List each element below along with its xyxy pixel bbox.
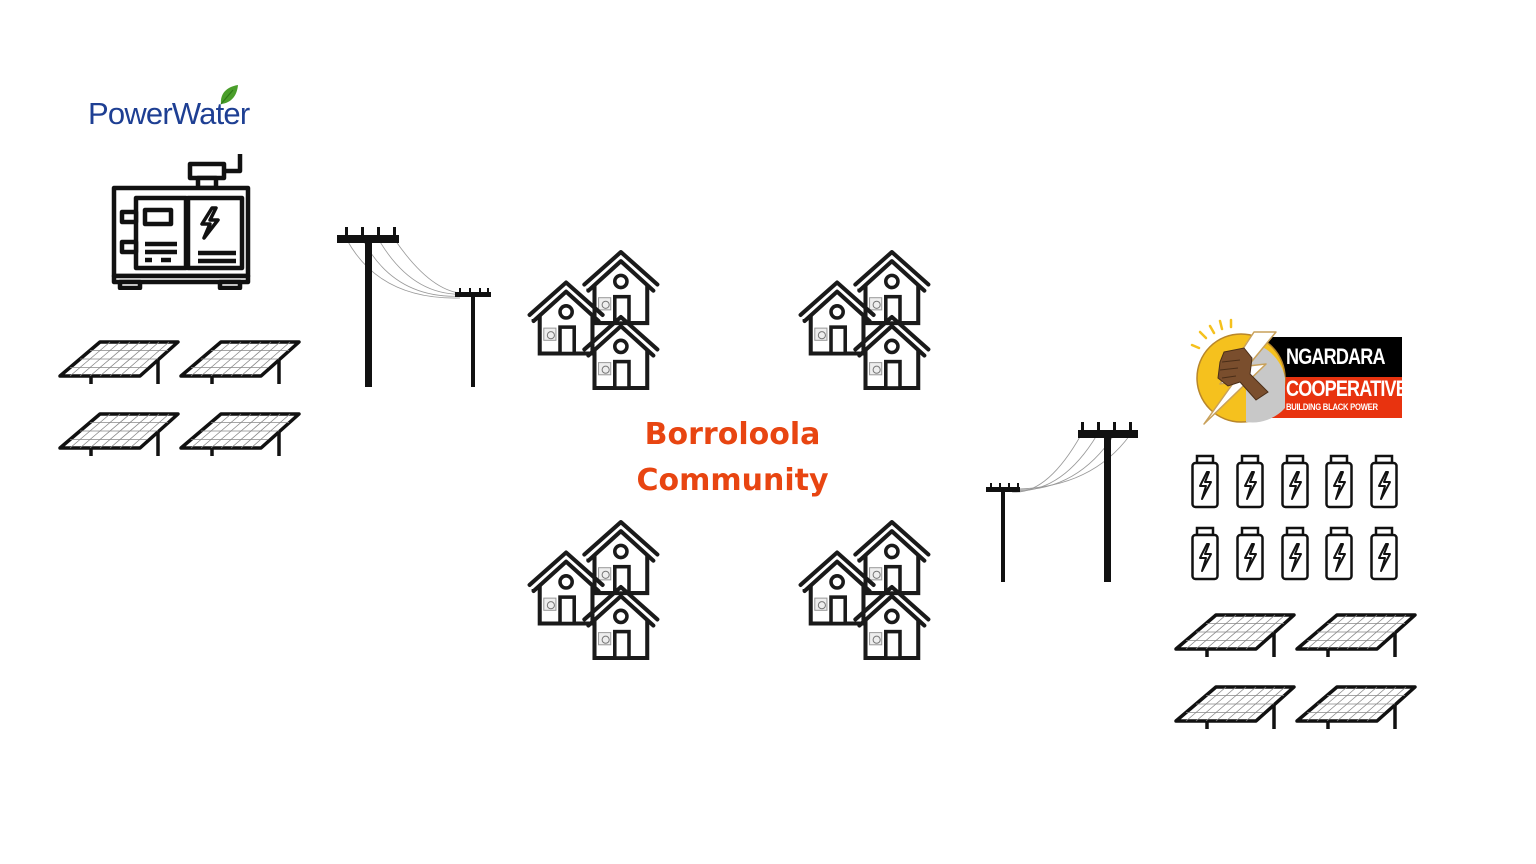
house-cluster-icon bbox=[798, 248, 933, 390]
battery-icon bbox=[1370, 526, 1398, 581]
battery-icon bbox=[1281, 454, 1309, 509]
solar-panel-icon bbox=[58, 340, 180, 386]
leaf-icon bbox=[220, 85, 238, 105]
battery-icon bbox=[1191, 454, 1219, 509]
battery-icon bbox=[1370, 454, 1398, 509]
solar-panel-icon bbox=[179, 412, 301, 458]
generator-icon bbox=[111, 154, 251, 290]
logo-band-red bbox=[1266, 377, 1402, 418]
power-lines-icon bbox=[337, 227, 491, 387]
ngardara-cooperative-logo: NGARDARA COOPERATIVE BUILDING BLACK POWE… bbox=[1186, 318, 1408, 428]
battery-icon bbox=[1325, 526, 1353, 581]
solar-panel-icon bbox=[58, 412, 180, 458]
fist-lightning-icon bbox=[1190, 318, 1286, 425]
community-label-line2: Community bbox=[636, 463, 829, 498]
solar-panel-icon bbox=[1295, 613, 1417, 659]
house-cluster-icon bbox=[798, 518, 933, 660]
solar-panel-icon bbox=[1174, 685, 1296, 731]
solar-panel-icon bbox=[1295, 685, 1417, 731]
ngardara-title: NGARDARA bbox=[1286, 344, 1385, 369]
house-cluster-icon bbox=[527, 518, 662, 660]
powerwater-logo: PowerWater bbox=[88, 84, 278, 134]
battery-icon bbox=[1325, 454, 1353, 509]
battery-icon bbox=[1191, 526, 1219, 581]
solar-panel-icon bbox=[179, 340, 301, 386]
battery-icon bbox=[1236, 526, 1264, 581]
community-label: Borroloola Community bbox=[600, 412, 865, 504]
ngardara-subtitle: COOPERATIVE bbox=[1286, 376, 1408, 401]
house-cluster-icon bbox=[527, 248, 662, 390]
power-lines-icon bbox=[986, 422, 1138, 582]
ngardara-tagline: BUILDING BLACK POWER bbox=[1286, 402, 1378, 412]
community-label-line1: Borroloola bbox=[644, 417, 821, 452]
battery-icon bbox=[1236, 454, 1264, 509]
logo-band-black bbox=[1266, 337, 1402, 377]
solar-panel-icon bbox=[1174, 613, 1296, 659]
battery-icon bbox=[1281, 526, 1309, 581]
